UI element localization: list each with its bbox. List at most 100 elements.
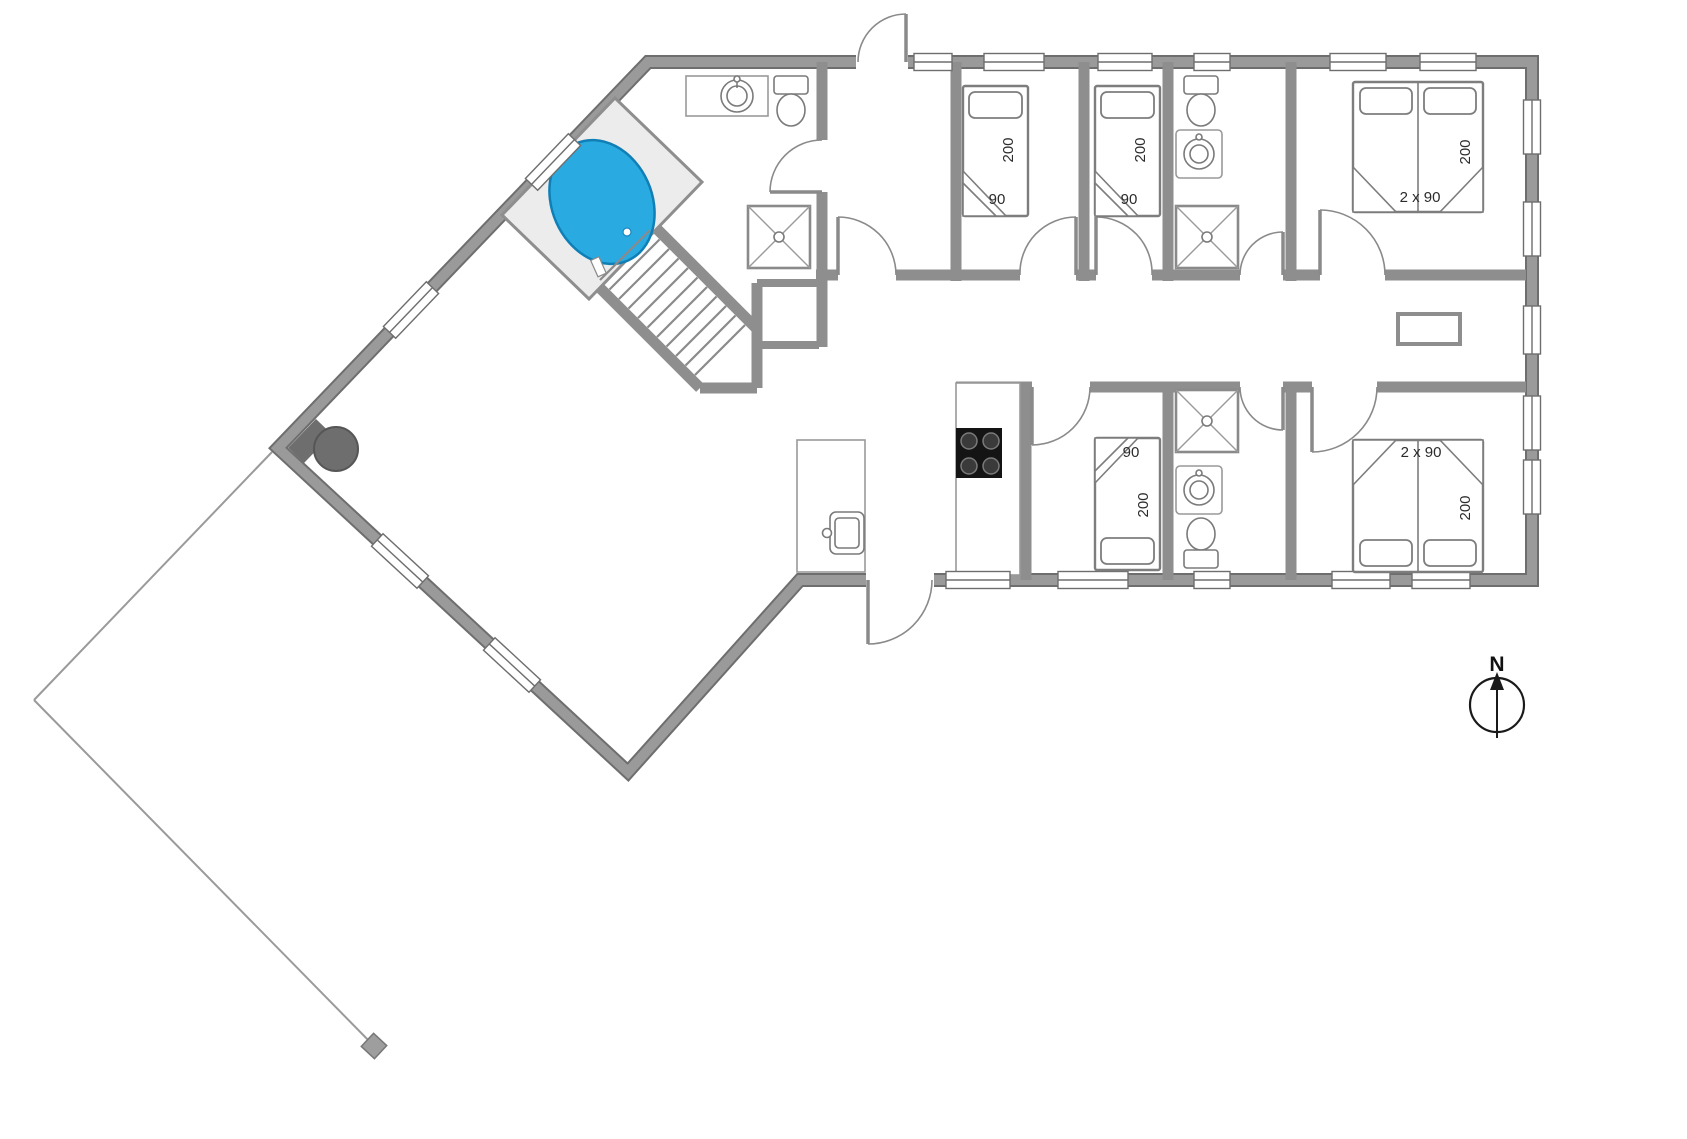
shower-cabin (1174, 388, 1240, 454)
corridor-cabinet (1396, 312, 1462, 346)
bed-length-label: 200 (1000, 137, 1017, 162)
exterior-wall-core (270, 57, 1537, 780)
terrace-line-south (33, 699, 375, 1047)
bed-double-top: 2 x 90 200 (1351, 80, 1485, 214)
bed-length-label: 200 (1132, 137, 1149, 162)
toilet-bowl-icon (1186, 517, 1216, 551)
kitchen-island (955, 382, 1021, 576)
bedroom5-door (1310, 386, 1378, 453)
window (1522, 305, 1542, 355)
bed-length-label: 200 (1457, 495, 1474, 520)
window (1522, 201, 1542, 257)
bathroom-bottom (1174, 388, 1240, 569)
compass-north-label: N (1489, 653, 1504, 676)
burner-icon (960, 457, 978, 475)
compass-arrow-icon (1490, 672, 1504, 690)
shower-drain-icon (773, 231, 785, 243)
bath-sink-tap (1195, 469, 1203, 477)
window (913, 52, 953, 72)
site-boundary (33, 451, 388, 1060)
exterior-wall-outline (268, 55, 1539, 782)
toilet-tank-icon (773, 75, 809, 95)
window (983, 52, 1045, 72)
shower-drain-icon (1201, 415, 1213, 427)
front-door (857, 13, 908, 63)
bathroom-top-door (1239, 231, 1285, 276)
bath-sink-basin (1189, 144, 1209, 164)
burner-icon (982, 457, 1000, 475)
bath-sink-tap (1195, 133, 1203, 141)
shower-drain-icon (1201, 231, 1213, 243)
burner-icon (960, 432, 978, 450)
front-door-gap (856, 54, 908, 70)
window (482, 636, 542, 694)
wall-stairs-southwest (592, 280, 704, 392)
toilet-tank-icon (1183, 75, 1219, 95)
bathroom-bottom-door (1239, 386, 1285, 431)
window (1193, 52, 1231, 72)
hall-corridor-door (836, 216, 897, 276)
window (1522, 99, 1542, 155)
bathroom-top (1174, 75, 1240, 270)
bed-width-label: 90 (1121, 191, 1138, 208)
window (1331, 570, 1391, 590)
bed-double-bottom: 2 x 90 200 (1351, 438, 1485, 574)
window (1522, 459, 1542, 515)
spa-tap-icon (589, 255, 608, 278)
window (1057, 570, 1129, 590)
window (1411, 570, 1471, 590)
window (1329, 52, 1387, 72)
toilet-bowl-icon (776, 93, 806, 127)
bed-size-label: 2 x 90 (1400, 189, 1441, 206)
bedroom3-door (1318, 209, 1386, 276)
building-exterior (268, 55, 1539, 782)
window (524, 132, 582, 192)
window (1097, 52, 1153, 72)
compass: N (1468, 653, 1526, 738)
window (370, 532, 430, 590)
fireplace-flue (288, 418, 332, 464)
window (382, 280, 440, 340)
beds: 200 90 200 90 2 x 90 200 90 20 (961, 80, 1485, 574)
interior-walls (592, 62, 1526, 580)
window (1193, 570, 1231, 590)
terrace-line-west (33, 451, 273, 701)
fireplace-stove-icon (313, 426, 359, 472)
bed-width-label: 90 (989, 191, 1006, 208)
kitchen-sink-tap (821, 527, 833, 539)
bedroom2-door (1094, 216, 1153, 276)
doors (769, 13, 1386, 645)
kitchen-exterior-door (866, 579, 933, 645)
window (1522, 395, 1542, 451)
fireplace (288, 418, 359, 472)
bed-length-label: 200 (1135, 492, 1152, 517)
toilet-bowl-icon (1186, 93, 1216, 127)
bed-size-label: 2 x 90 (1401, 444, 1442, 461)
bedroom1-door (1019, 216, 1078, 276)
wall-stairs-northeast (650, 222, 761, 333)
toilet-tank-icon (1183, 549, 1219, 569)
spa-sink-tap-knob (733, 75, 741, 83)
door-gaps (856, 54, 934, 588)
window (1419, 52, 1477, 72)
bed-single-top-1: 200 90 (961, 84, 1030, 218)
spa-jet-icon (622, 227, 632, 237)
bed-length-label: 200 (1457, 139, 1474, 164)
shower-cabin (746, 204, 812, 270)
kitchen-door-gap (866, 572, 934, 588)
kitchen-sink-basin (834, 517, 860, 549)
bed-width-label: 90 (1123, 444, 1140, 461)
bedroom4-door (1030, 386, 1091, 446)
bed-single-bottom: 90 200 (1093, 436, 1162, 572)
bath-sink-basin (1189, 480, 1209, 500)
spa-sink-basin (726, 85, 748, 107)
boundary-marker (360, 1032, 388, 1060)
windows (370, 52, 1542, 694)
window (945, 570, 1011, 590)
kitchen (796, 382, 1021, 576)
shower-cabin (1174, 204, 1240, 270)
bed-single-top-2: 200 90 (1093, 84, 1162, 218)
burner-icon (982, 432, 1000, 450)
